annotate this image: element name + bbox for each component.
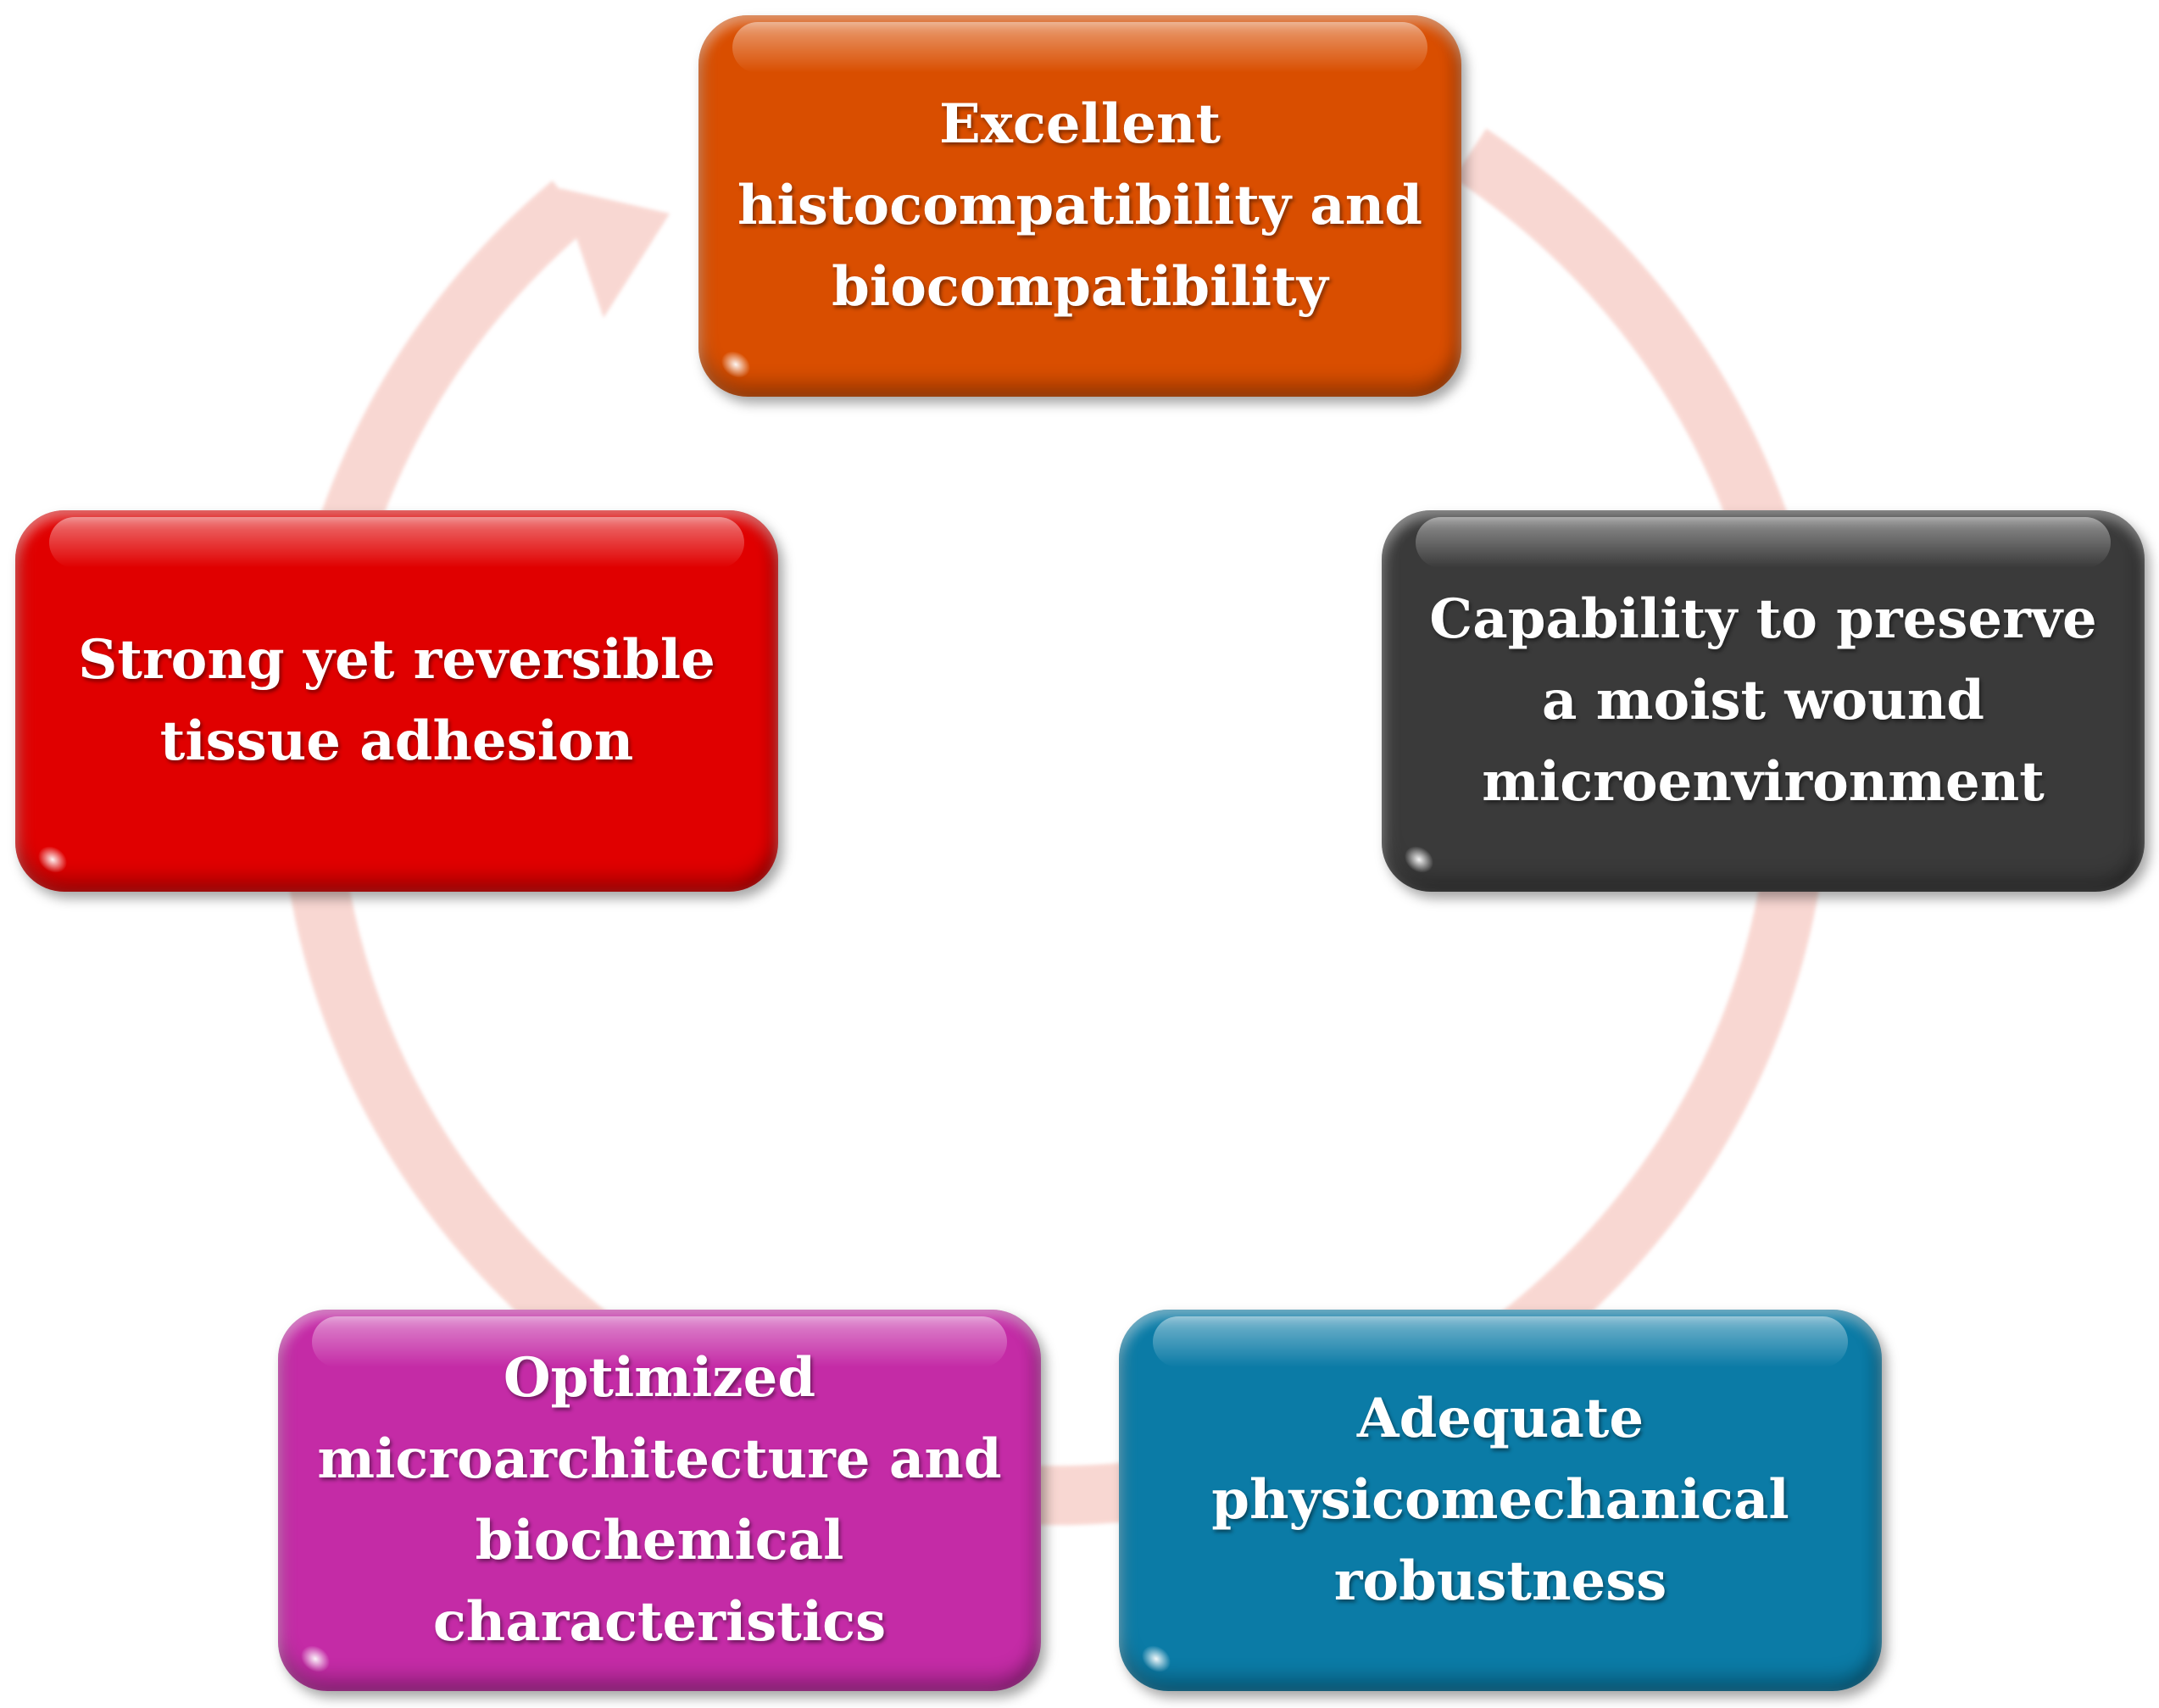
node-moist-environment: Capability to preserve a moist wound mic…: [1382, 510, 2145, 892]
node-microarchitecture: Optimized microarchitecture and biochemi…: [278, 1310, 1041, 1691]
node-mechanical-robustness: Adequate physicomechanical robustness: [1119, 1310, 1882, 1691]
node-microarchitecture-label: Optimized microarchitecture and biochemi…: [317, 1346, 1002, 1654]
node-moist-environment-label: Capability to preserve a moist wound mic…: [1429, 587, 2097, 814]
node-biocompatibility-label: Excellent histocompatibility and biocomp…: [737, 92, 1423, 319]
node-biocompatibility: Excellent histocompatibility and biocomp…: [698, 15, 1461, 397]
node-mechanical-robustness-label: Adequate physicomechanical robustness: [1211, 1387, 1789, 1613]
node-tissue-adhesion: Strong yet reversible tissue adhesion: [15, 510, 778, 892]
cycle-arrowhead: [559, 188, 670, 318]
node-tissue-adhesion-label: Strong yet reversible tissue adhesion: [78, 628, 715, 773]
